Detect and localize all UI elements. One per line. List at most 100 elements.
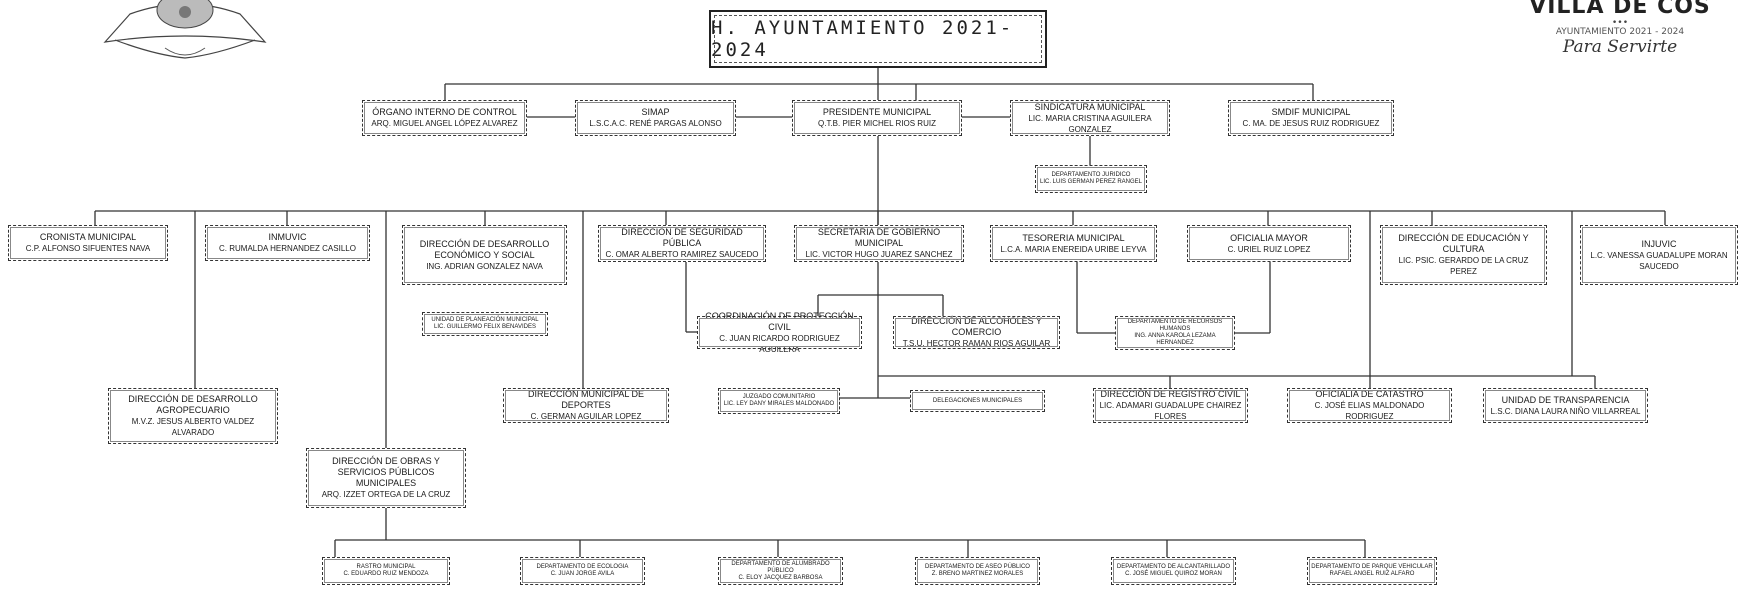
org-box-transparencia: UNIDAD DE TRANSPARENCIA L.S.C. DIANA LAU… [1483, 388, 1648, 423]
org-box-person: RAFAEL ANGEL RUIZ ALFARO [1329, 571, 1415, 577]
org-box-juzgado: JUZGADO COMUNITARIO LIC. LEY DANY MIRALE… [718, 388, 840, 414]
org-chart-title: H. AYUNTAMIENTO 2021-2024 [709, 10, 1047, 68]
org-box-person: ING. ANNA KAROLA LEZAMA HERNANDEZ [1134, 333, 1216, 346]
org-box-recursos-humanos: DEPARTAMENTO DE RECURSOS HUMANOS ING. AN… [1115, 316, 1235, 350]
org-box-person: C. GERMAN AGUILAR LOPEZ [530, 412, 642, 421]
org-box-agropecuario: DIRECCIÓN DE DESARROLLO AGROPECUARIO M.V… [108, 388, 278, 444]
org-box-person: LIC. ADAMARI GUADALUPE CHAIREZ FLORES [1099, 401, 1242, 421]
org-box-title: DEPARTAMENTO DE ALCANTARILLADO [1116, 564, 1231, 570]
org-box-person: ING. ADRIAN GONZALEZ NAVA [426, 261, 543, 271]
org-box-gobierno: SECRETARIA DE GOBIERNO MUNICIPAL LIC. VI… [794, 225, 964, 262]
org-box-title: DEPARTAMENTO DE ALUMBRADO PÚBLICO [731, 560, 830, 574]
org-box-person: T.S.U. HECTOR RAMAN RIOS AGUILAR [902, 339, 1051, 348]
org-box-title: DIRECCIÓN DE REGISTRO CIVIL [1100, 389, 1241, 399]
org-box-person: Z. BRENO MARTINEZ MORALES [931, 571, 1024, 577]
org-box-title: DIRECCIÓN MUNICIPAL DE DEPORTES [527, 389, 644, 410]
org-box-title: SMDIF MUNICIPAL [1271, 107, 1351, 117]
org-box-person: L.C.A. MARIA ENEREIDA URIBE LEYVA [1000, 244, 1147, 254]
org-box-person: L.S.C.A.C. RENÉ PARGAS ALONSO [589, 119, 722, 128]
org-box-smdif: SMDIF MUNICIPAL C. MA. DE JESUS RUIZ ROD… [1228, 100, 1394, 136]
brand-slogan: Para Servirte [1562, 37, 1678, 57]
org-box-title: SECRETARIA DE GOBIERNO MUNICIPAL [817, 227, 941, 248]
brand-name: VILLA DE COS [1529, 0, 1711, 19]
org-box-title: DEPARTAMENTO DE RECURSOS HUMANOS [1127, 319, 1223, 332]
org-box-injuvic: INJUVIC L.C. VANESSA GUADALUPE MORAN SAU… [1580, 225, 1738, 285]
brand-dots: ••• [1611, 18, 1629, 28]
org-box-delegaciones: DELEGACIONES MUNICIPALES [910, 390, 1045, 412]
org-box-title: INJUVIC [1641, 238, 1677, 249]
org-box-title: DIRECCIÓN DE ALCOHOLES Y COMERCIO [911, 316, 1042, 337]
org-box-aseo: DEPARTAMENTO DE ASEO PÚBLICO Z. BRENO MA… [915, 557, 1040, 585]
org-box-person: Q.T.B. PIER MICHEL RIOS RUIZ [818, 119, 936, 128]
org-box-alumbrado: DEPARTAMENTO DE ALUMBRADO PÚBLICO C. ELO… [718, 557, 843, 585]
org-box-planeacion: UNIDAD DE PLANEACIÓN MUNICIPAL LIC. GUIL… [422, 312, 548, 336]
org-box-person: LIC. MARIA CRISTINA AGUILERA GONZALEZ [1028, 113, 1152, 134]
org-box-proteccion-civil: COORDINACIÓN DE PROTECCIÓN CIVIL C. JUAN… [697, 311, 862, 354]
org-box-title: DEPARTAMENTO DE ASEO PÚBLICO [925, 564, 1030, 570]
brand-logo: VILLA DE COS ••• AYUNTAMIENTO 2021 - 202… [1510, 0, 1730, 57]
org-box-obras: DIRECCIÓN DE OBRAS Y SERVICIOS PÚBLICOS … [306, 448, 466, 508]
org-box-person: C. EDUARDO RUIZ MENDOZA [343, 571, 429, 577]
org-box-title: DIRECCIÓN DE EDUCACIÓN Y CULTURA [1398, 233, 1529, 254]
org-box-person: C.P. ALFONSO SIFUENTES NAVA [25, 244, 151, 253]
org-box-title: DELEGACIONES MUNICIPALES [932, 397, 1023, 404]
org-box-title: OFICIALIA MAYOR [1230, 232, 1308, 243]
org-box-catastro: OFICIALIA DE CATASTRO C. JOSÉ ELIAS MALD… [1287, 388, 1452, 423]
org-box-person: LIC. VICTOR HUGO JUAREZ SANCHEZ [805, 250, 953, 259]
org-box-person: LIC. LEY DANY MIRALES MALDONADO [723, 401, 835, 407]
org-box-title: INMUVIC [268, 232, 307, 242]
org-box-title: OFICIALIA DE CATASTRO [1315, 389, 1424, 399]
org-box-title: UNIDAD DE PLANEACIÓN MUNICIPAL [431, 317, 539, 323]
org-box-person: C. OMAR ALBERTO RAMIREZ SAUCEDO [605, 250, 759, 259]
org-box-title: SINDICATURA MUNICIPAL [1034, 101, 1146, 112]
org-box-title: DEPARTAMENTO DE PARQUE VEHICULAR [1311, 564, 1433, 570]
org-box-person: C. RUMALDA HERNANDEZ CASILLO [219, 244, 356, 253]
org-box-title: DIRECCIÓN DE SEGURIDAD PÚBLICA [621, 227, 743, 248]
org-box-title: JUZGADO COMUNITARIO [742, 394, 816, 400]
org-box-desarrollo-social: DIRECCIÓN DE DESARROLLO ECONÓMICO Y SOCI… [402, 225, 567, 285]
org-box-person: ARQ. MIGUEL ANGEL LÓPEZ ALVAREZ [371, 119, 518, 128]
org-box-title: CRONISTA MUNICIPAL [39, 232, 137, 242]
org-box-parque-vehicular: DEPARTAMENTO DE PARQUE VEHICULAR RAFAEL … [1307, 557, 1437, 585]
org-box-oficialia-mayor: OFICIALIA MAYOR C. URIEL RUIZ LOPEZ [1187, 225, 1351, 262]
org-box-tesoreria: TESORERIA MUNICIPAL L.C.A. MARIA ENEREID… [990, 225, 1157, 262]
org-box-title: DEPARTAMENTO JURIDICO [1051, 172, 1131, 178]
org-box-alcantarillado: DEPARTAMENTO DE ALCANTARILLADO C. JOSÉ M… [1111, 557, 1236, 585]
org-box-title: RASTRO MUNICIPAL [356, 564, 416, 570]
org-box-title: UNIDAD DE TRANSPARENCIA [1501, 394, 1630, 405]
brand-subtitle: AYUNTAMIENTO 2021 - 2024 [1555, 27, 1685, 37]
org-box-alcoholes: DIRECCIÓN DE ALCOHOLES Y COMERCIO T.S.U.… [893, 316, 1060, 349]
org-box-educacion: DIRECCIÓN DE EDUCACIÓN Y CULTURA LIC. PS… [1380, 225, 1547, 285]
org-box-title: DEPARTAMENTO DE ECOLOGIA [536, 564, 629, 570]
org-box-person: L.C. VANESSA GUADALUPE MORAN SAUCEDO [1590, 250, 1728, 271]
org-box-cronista: CRONISTA MUNICIPAL C.P. ALFONSO SIFUENTE… [8, 225, 168, 261]
org-box-title: TESORERIA MUNICIPAL [1022, 232, 1125, 243]
org-box-inmuvic: INMUVIC C. RUMALDA HERNANDEZ CASILLO [205, 225, 370, 261]
org-box-title: COORDINACIÓN DE PROTECCIÓN CIVIL [705, 310, 854, 332]
org-box-title: SIMAP [641, 107, 670, 117]
org-box-title: ÓRGANO INTERNO DE CONTROL [372, 107, 517, 117]
org-box-person: C. JOSÉ ELIAS MALDONADO RODRIGUEZ [1314, 401, 1425, 421]
org-box-ecologia: DEPARTAMENTO DE ECOLOGIA C. JUAN JORGE A… [520, 557, 645, 585]
org-box-person: ARQ. IZZET ORTEGA DE LA CRUZ [321, 490, 451, 499]
org-box-seguridad: DIRECCIÓN DE SEGURIDAD PÚBLICA C. OMAR A… [598, 225, 766, 262]
org-box-title: PRESIDENTE MUNICIPAL [822, 107, 932, 117]
municipal-seal-icon [103, 0, 267, 59]
org-box-person: LIC. LUIS GERMAN PEREZ RANGEL [1039, 179, 1143, 185]
org-box-simap: SIMAP L.S.C.A.C. RENÉ PARGAS ALONSO [575, 100, 736, 136]
org-box-rastro: RASTRO MUNICIPAL C. EDUARDO RUIZ MENDOZA [322, 557, 450, 585]
org-box-juridico: DEPARTAMENTO JURIDICO LIC. LUIS GERMAN P… [1035, 165, 1147, 193]
org-box-title: DIRECCIÓN DE DESARROLLO ECONÓMICO Y SOCI… [419, 238, 550, 260]
org-box-person: LIC. GUILLERMO FELIX BENAVIDES [434, 324, 536, 330]
org-box-person: M.V.Z. JESUS ALBERTO VALDEZ ALVARADO [131, 417, 255, 437]
org-box-title: DIRECCIÓN DE OBRAS Y SERVICIOS PÚBLICOS … [332, 456, 440, 488]
org-box-person: C. ELOY JACQUEZ BARBOSA [738, 574, 823, 581]
org-box-person: C. URIEL RUIZ LOPEZ [1227, 244, 1311, 254]
org-box-title: DIRECCIÓN DE DESARROLLO AGROPECUARIO [128, 394, 258, 415]
org-box-presidente: PRESIDENTE MUNICIPAL Q.T.B. PIER MICHEL … [792, 100, 962, 136]
org-box-person: LIC. PSIC. GERARDO DE LA CRUZ PEREZ [1398, 256, 1529, 276]
org-box-registro-civil: DIRECCIÓN DE REGISTRO CIVIL LIC. ADAMARI… [1093, 388, 1248, 423]
org-box-person: L.S.C. DIANA LAURA NIÑO VILLARREAL [1490, 406, 1641, 416]
org-box-person: C. JOSÉ MIGUEL QUIROZ MORAN [1125, 571, 1222, 577]
